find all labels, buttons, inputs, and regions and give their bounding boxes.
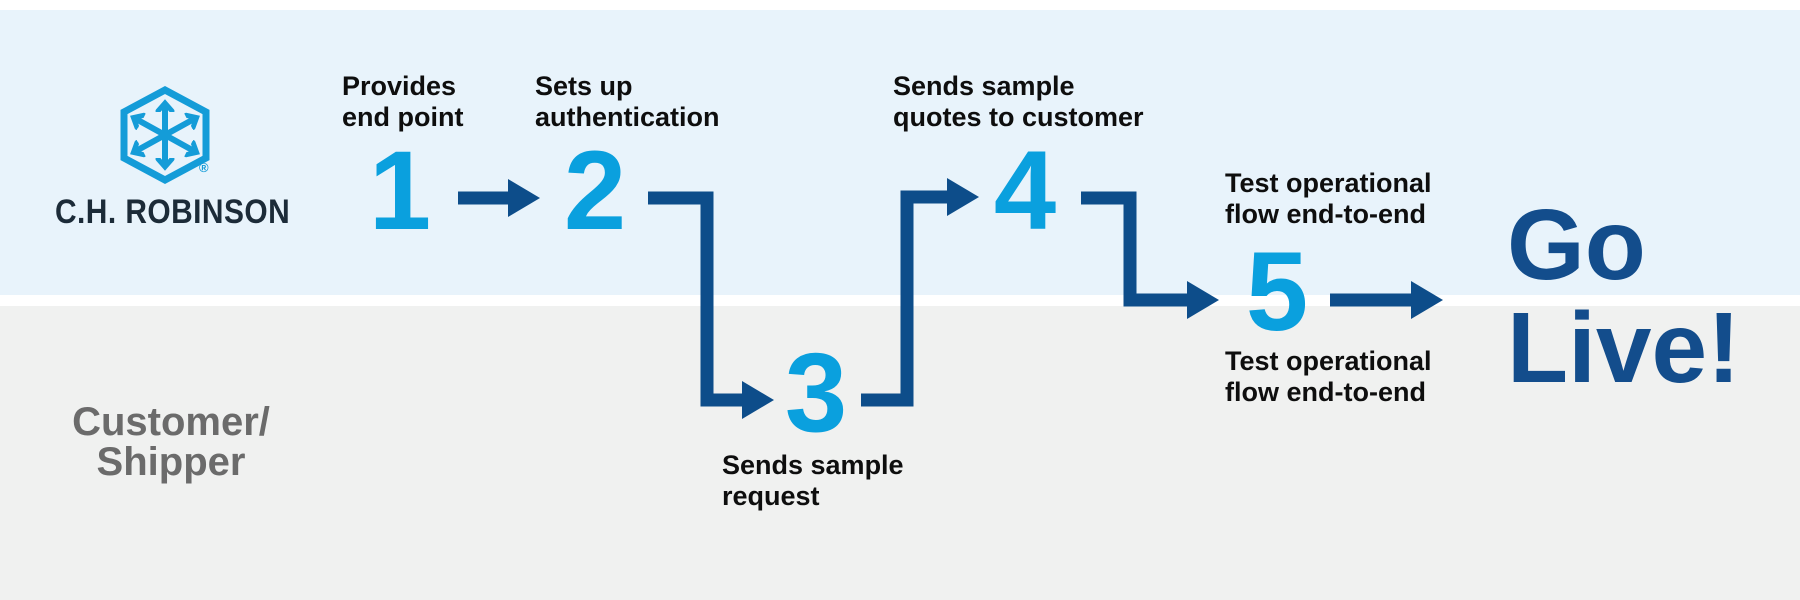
step-2-label: Sets up authentication (535, 71, 720, 133)
brand-wordmark: C.H. ROBINSON (55, 193, 291, 231)
go-live-text: Go Live! (1507, 189, 1741, 404)
lane-label-customer-shipper: Customer/ Shipper (72, 400, 270, 484)
step-2-number: 2 (563, 128, 627, 253)
registered-trademark-symbol: ® (199, 160, 209, 175)
chrobinson-logo-icon (120, 86, 210, 184)
step-1-number: 1 (368, 128, 432, 253)
step-3-number: 3 (784, 330, 848, 455)
step-4-number: 4 (993, 128, 1057, 253)
step-5-label-bottom: Test operational flow end-to-end (1225, 346, 1432, 408)
step-4-label: Sends sample quotes to customer (893, 71, 1144, 133)
step-5-label-top: Test operational flow end-to-end (1225, 168, 1432, 230)
step-3-label: Sends sample request (722, 450, 904, 512)
step-5-number: 5 (1245, 229, 1309, 354)
step-1-label: Provides end point (342, 71, 464, 133)
